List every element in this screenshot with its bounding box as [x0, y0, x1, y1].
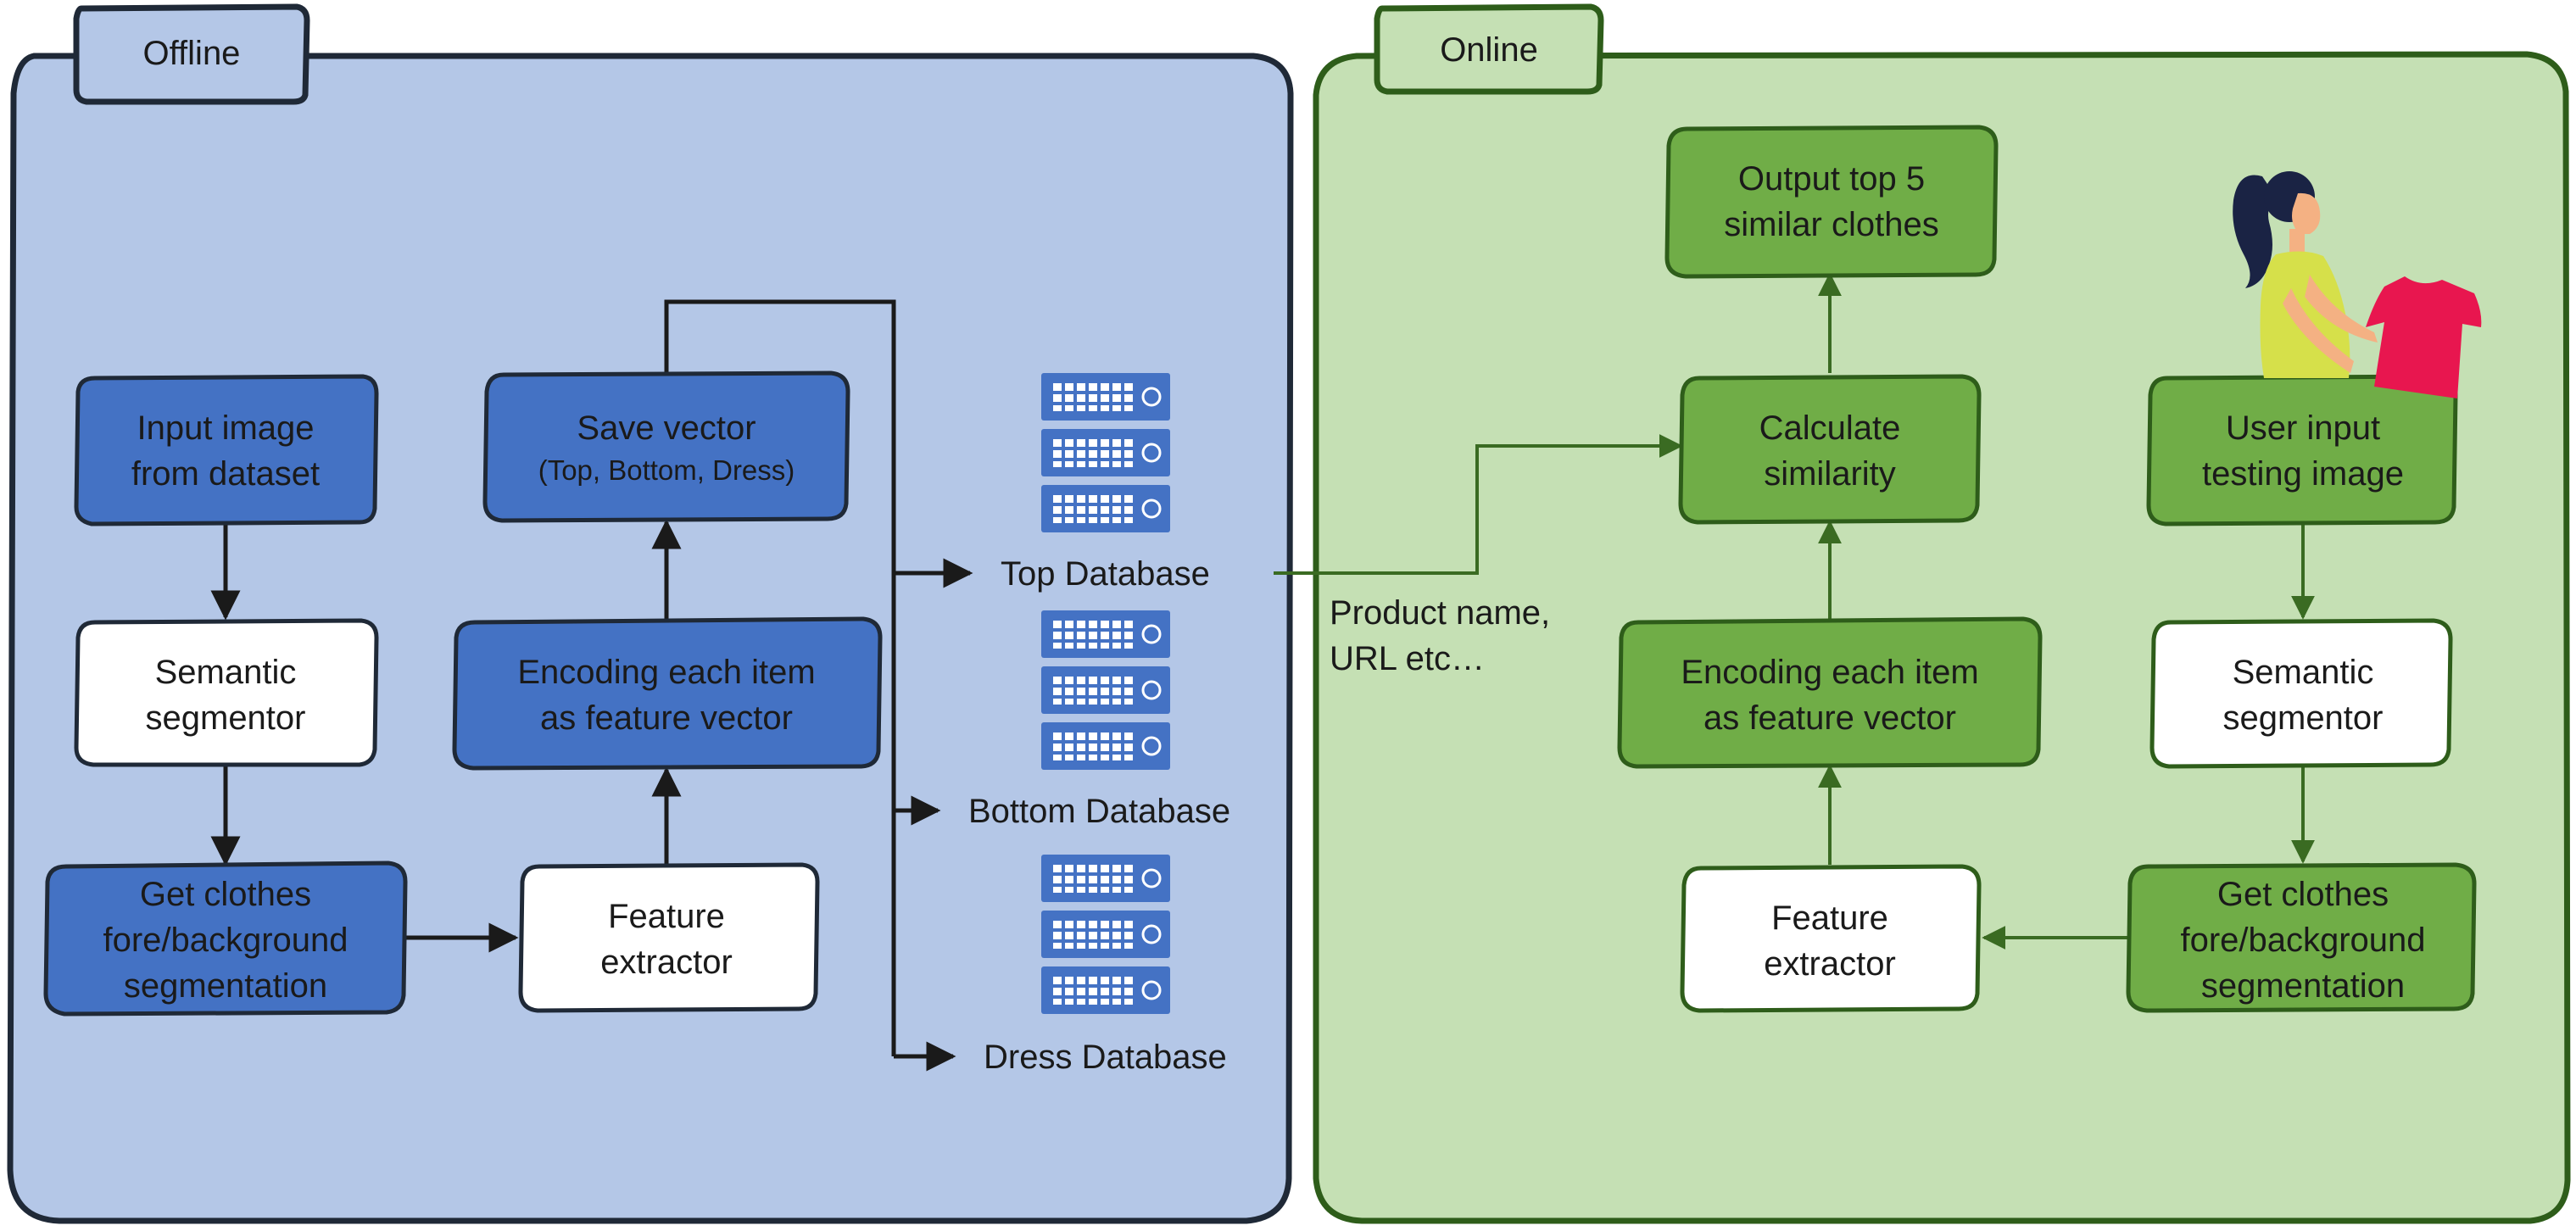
online-encoding-line1: Encoding each item	[1681, 654, 1978, 691]
online-semantic-line2: segmentor	[2223, 699, 2384, 737]
bottom-database-label: Bottom Database	[968, 793, 1230, 830]
semantic-segmentor-box: Semantic segmentor	[74, 618, 379, 767]
online-feature-line1: Feature	[1771, 900, 1888, 937]
connector-save-to-databases	[664, 299, 896, 1056]
feature-extractor-line2: extractor	[600, 944, 733, 981]
person-holding-shirt-icon	[2233, 171, 2482, 398]
get-clothes-box: Get clothes fore/background segmentation	[43, 861, 408, 1017]
arrow-topdb-to-similarity	[1274, 434, 1683, 575]
feature-extractor-line1: Feature	[608, 898, 725, 935]
save-vector-line1: Save vector	[577, 409, 756, 447]
feature-extractor-box: Feature extractor	[518, 862, 820, 1013]
online-semantic-segmentor-box: Semantic segmentor	[2149, 618, 2453, 769]
output-line1: Output top 5	[1738, 160, 1925, 198]
encoding-line1: Encoding each item	[517, 654, 815, 691]
bottom-database: Bottom Database	[968, 609, 1230, 830]
input-image-box: Input image from dataset	[74, 374, 379, 526]
online-semantic-line1: Semantic	[2233, 654, 2374, 691]
input-image-line1: Input image	[137, 409, 314, 447]
dress-database-label: Dress Database	[984, 1039, 1227, 1076]
online-arrows	[1274, 272, 2315, 950]
save-vector-box: Save vector (Top, Bottom, Dress)	[482, 370, 850, 523]
calculate-line2: similarity	[1764, 455, 1896, 493]
server-icon	[1040, 371, 1172, 534]
encoding-box: Encoding each item as feature vector	[452, 616, 883, 771]
server-icon	[1040, 853, 1172, 1016]
online-get-clothes-line1: Get clothes	[2217, 876, 2389, 913]
top-database: Top Database	[1001, 371, 1210, 593]
output-line2: similar clothes	[1724, 206, 1938, 243]
online-tab-label: Online	[1440, 31, 1538, 69]
link-note-line1: Product name,	[1330, 594, 1550, 632]
user-input-line2: testing image	[2202, 455, 2404, 493]
online-encoding-line2: as feature vector	[1703, 699, 1956, 737]
semantic-segmentor-line2: segmentor	[146, 699, 306, 737]
output-box: Output top 5 similar clothes	[1664, 125, 1999, 279]
online-tab: Online	[1374, 3, 1604, 95]
dress-database: Dress Database	[984, 853, 1227, 1076]
get-clothes-line2: fore/background	[103, 922, 348, 959]
online-feature-line2: extractor	[1764, 945, 1896, 983]
calculate-similarity-box: Calculate similarity	[1678, 374, 1982, 525]
save-vector-line2: (Top, Bottom, Dress)	[538, 454, 795, 486]
get-clothes-line1: Get clothes	[140, 876, 311, 913]
input-image-line2: from dataset	[131, 455, 320, 493]
offline-arrows	[210, 299, 973, 1072]
calculate-line1: Calculate	[1759, 409, 1901, 447]
link-note: Product name, URL etc…	[1330, 594, 1550, 677]
top-database-label: Top Database	[1001, 555, 1210, 593]
online-encoding-box: Encoding each item as feature vector	[1617, 616, 2043, 769]
online-get-clothes-line2: fore/background	[2180, 922, 2425, 959]
server-icon	[1040, 609, 1172, 771]
link-note-line2: URL etc…	[1330, 640, 1485, 677]
online-get-clothes-line3: segmentation	[2201, 967, 2405, 1005]
user-input-line1: User input	[2226, 409, 2380, 447]
get-clothes-line3: segmentation	[124, 967, 327, 1005]
online-get-clothes-box: Get clothes fore/background segmentation	[2126, 862, 2477, 1013]
offline-tab: Offline	[73, 3, 310, 105]
encoding-line2: as feature vector	[540, 699, 793, 737]
semantic-segmentor-line1: Semantic	[155, 654, 297, 691]
online-feature-extractor-box: Feature extractor	[1680, 864, 1982, 1013]
user-input-box: User input testing image	[2146, 374, 2458, 526]
offline-tab-label: Offline	[143, 35, 241, 72]
